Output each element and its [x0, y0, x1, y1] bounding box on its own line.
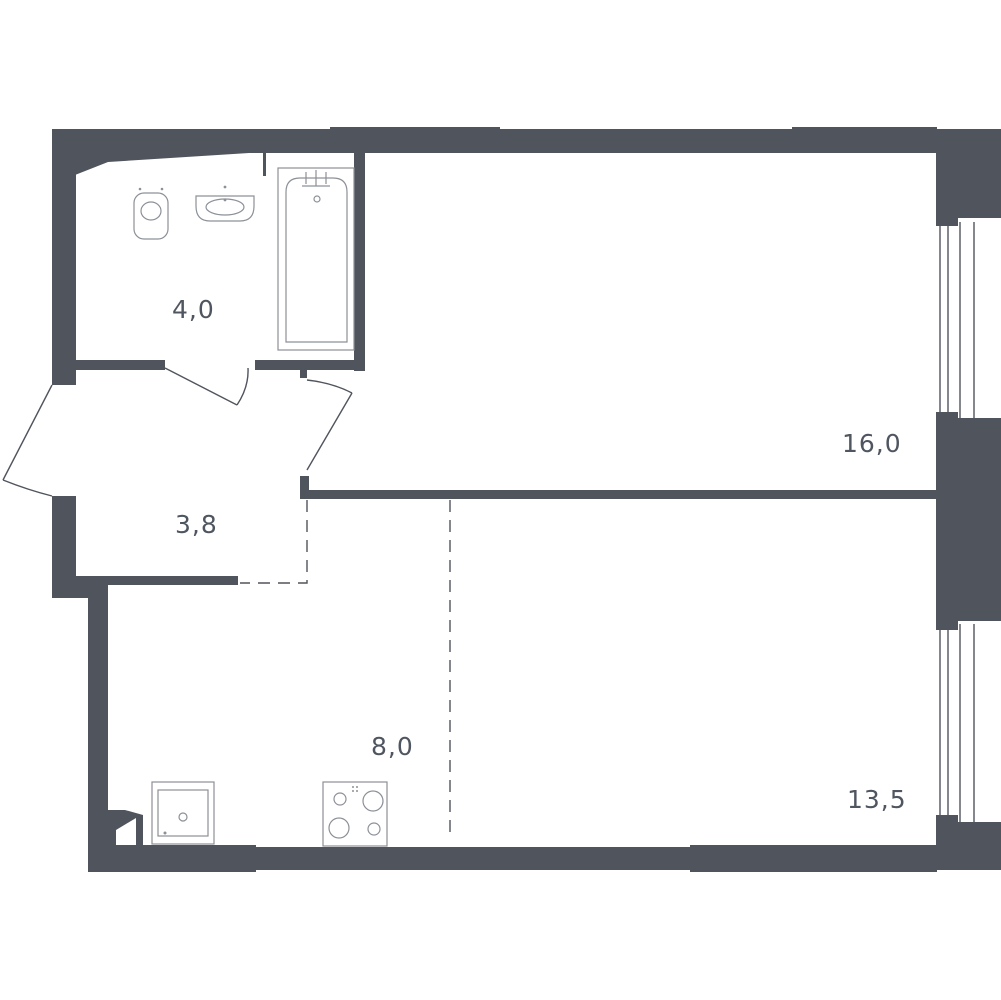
- door-entry[interactable]: [2, 384, 53, 497]
- zone-lines: [240, 500, 451, 840]
- wall-right-reveal-4: [936, 815, 958, 829]
- bathroom-area-label: 4,0: [172, 295, 215, 324]
- wall-bath-right: [354, 152, 365, 371]
- window-upper-right: [939, 222, 975, 418]
- wall-top-left-chamfer: [52, 129, 330, 175]
- wall-kitchen-corner-notch: [116, 818, 136, 846]
- wall-bath-bottom-left: [75, 360, 165, 370]
- toilet-icon: [133, 187, 169, 240]
- wall-right-reveal-1: [936, 212, 958, 226]
- kitchen-area-label: 8,0: [371, 732, 414, 761]
- zone-hall-kitchen: [240, 500, 308, 584]
- door-bathroom[interactable]: [164, 367, 249, 406]
- wall-left-upper: [52, 129, 76, 385]
- hallway-area-label: 3,8: [175, 510, 218, 539]
- window-lower-right: [939, 624, 975, 822]
- wall-hall-bottom: [75, 576, 238, 585]
- bedroom-area-label: 16,0: [842, 429, 902, 458]
- door-bedroom[interactable]: [306, 379, 353, 471]
- wall-partition-stub: [300, 476, 309, 499]
- kitchen-sink-icon: [151, 781, 215, 845]
- exterior-walls: [52, 127, 1001, 872]
- wall-right-reveal-2: [936, 412, 958, 426]
- wall-bath-bottom-right: [255, 360, 365, 370]
- living-area-label: 13,5: [847, 785, 907, 814]
- wall-right-reveal-3: [936, 616, 958, 630]
- cooktop-icon: [322, 781, 388, 847]
- wall-left-kitchen: [88, 583, 108, 870]
- bathtub-icon: [277, 167, 355, 351]
- wall-top-thick-a: [330, 127, 500, 153]
- interior-walls: [75, 152, 936, 585]
- wall-bedroom-living: [300, 490, 936, 499]
- wall-right-middle: [936, 418, 1001, 621]
- washbasin-icon: [195, 185, 255, 222]
- wall-bottom-thick-a: [88, 845, 256, 872]
- wall-top-thick-b: [792, 127, 937, 153]
- wall-bottom-thick-b: [690, 845, 937, 872]
- wall-bath-stub: [300, 366, 307, 378]
- wall-right-top: [936, 129, 1001, 218]
- wall-right-bottom: [936, 822, 1001, 870]
- wall-bath-partition: [263, 152, 266, 176]
